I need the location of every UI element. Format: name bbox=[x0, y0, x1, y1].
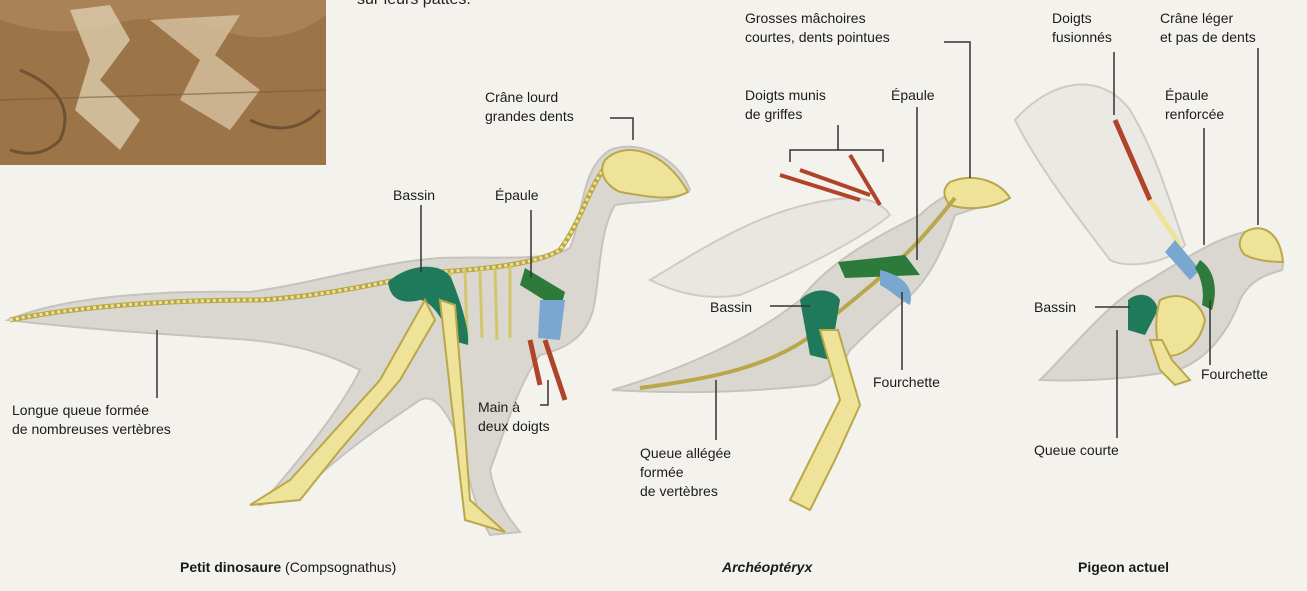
pigeon-skull-label: Crâne léger et pas de dents bbox=[1160, 9, 1256, 47]
archaeopteryx-caption: Archéoptéryx bbox=[722, 559, 812, 575]
dinosaur-pelvis-label: Bassin bbox=[393, 186, 435, 205]
archaeopteryx-fingers-label-line: Doigts munis bbox=[745, 86, 826, 105]
pigeon-fingers-label-line: fusionnés bbox=[1052, 28, 1112, 47]
dinosaur-hand-label: Main à deux doigts bbox=[478, 398, 550, 436]
archaeopteryx-jaws-label-line: Grosses mâchoires bbox=[745, 9, 890, 28]
fossil-photo bbox=[0, 0, 326, 165]
pigeon-shoulder-label-line: renforcée bbox=[1165, 105, 1224, 124]
pigeon-wing bbox=[1015, 85, 1185, 265]
pigeon-tail-label: Queue courte bbox=[1034, 441, 1119, 460]
pigeon-shoulder-label: Épaule renforcée bbox=[1165, 86, 1224, 124]
dinosaur-body-outline bbox=[8, 147, 690, 535]
archaeopteryx-wishbone-label: Fourchette bbox=[873, 373, 940, 392]
archaeopteryx-shoulder-label: Épaule bbox=[891, 86, 935, 105]
dinosaur-skull-label-line: grandes dents bbox=[485, 107, 574, 126]
archaeopteryx-jaws-label-line: courtes, dents pointues bbox=[745, 28, 890, 47]
pigeon-skull-label-line: Crâne léger bbox=[1160, 9, 1256, 28]
dinosaur-tail-label-line: Longue queue formée bbox=[12, 401, 171, 420]
archaeopteryx-tail-label-line: formée bbox=[640, 463, 731, 482]
dinosaur-hand-label-line: deux doigts bbox=[478, 417, 550, 436]
pigeon-shoulder-label-line: Épaule bbox=[1165, 86, 1224, 105]
dinosaur-illustration bbox=[8, 147, 690, 535]
dinosaur-tail-label: Longue queue formée de nombreuses vertèb… bbox=[12, 401, 171, 439]
pigeon-fingers-label-line: Doigts bbox=[1052, 9, 1112, 28]
archaeopteryx-tail-label: Queue allégée formée de vertèbres bbox=[640, 444, 731, 501]
pigeon-fingers-label: Doigts fusionnés bbox=[1052, 9, 1112, 47]
archaeopteryx-tail-label-line: de vertèbres bbox=[640, 482, 731, 501]
dinosaur-skull bbox=[602, 150, 688, 197]
archaeopteryx-fingers-label: Doigts munis de griffes bbox=[745, 86, 826, 124]
dinosaur-hand-label-line: Main à bbox=[478, 398, 550, 417]
archaeopteryx-pelvis-label: Bassin bbox=[710, 298, 752, 317]
archaeopteryx-tail-label-line: Queue allégée bbox=[640, 444, 731, 463]
dinosaur-caption-bold: Petit dinosaure bbox=[180, 559, 281, 575]
dinosaur-caption: Petit dinosaure (Compsognathus) bbox=[180, 559, 396, 575]
dinosaur-skull-label-line: Crâne lourd bbox=[485, 88, 574, 107]
dinosaur-caption-species: (Compsognathus) bbox=[285, 559, 396, 575]
dinosaur-skull-label: Crâne lourd grandes dents bbox=[485, 88, 574, 126]
archaeopteryx-jaws-label: Grosses mâchoires courtes, dents pointue… bbox=[745, 9, 890, 47]
dinosaur-shoulder-label: Épaule bbox=[495, 186, 539, 205]
archaeopteryx-claws bbox=[780, 155, 880, 205]
pigeon-caption: Pigeon actuel bbox=[1078, 559, 1169, 575]
pigeon-pelvis-label: Bassin bbox=[1034, 298, 1076, 317]
archaeopteryx-fingers-label-line: de griffes bbox=[745, 105, 826, 124]
dinosaur-tail-label-line: de nombreuses vertèbres bbox=[12, 420, 171, 439]
intro-text: sur leurs pattes. bbox=[357, 0, 471, 9]
archaeopteryx-skull bbox=[944, 178, 1010, 208]
pigeon-skull-label-line: et pas de dents bbox=[1160, 28, 1256, 47]
pigeon-wishbone-label: Fourchette bbox=[1201, 365, 1268, 384]
pigeon-illustration bbox=[1015, 85, 1283, 385]
